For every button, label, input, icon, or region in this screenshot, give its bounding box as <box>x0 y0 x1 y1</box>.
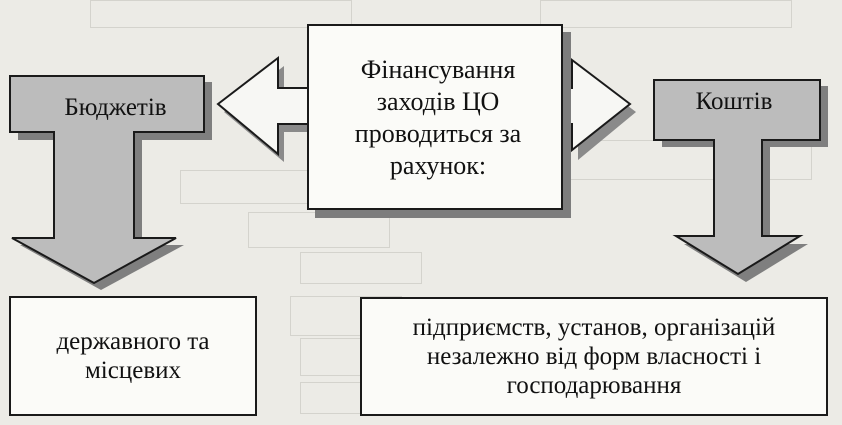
left-t-arrow <box>9 75 205 285</box>
funds-label: Коштів <box>695 88 773 115</box>
budget-label: Бюджетів <box>64 94 167 121</box>
background-ghost-box-2 <box>540 0 792 28</box>
background-ghost-box-6 <box>300 252 422 284</box>
background-ghost-box-1 <box>90 0 352 28</box>
center-box <box>307 24 563 210</box>
left-bottom-box: державного та місцевих <box>9 296 257 416</box>
right-bottom-box: підприємств, установ, організацій незале… <box>360 297 828 416</box>
background-ghost-box-5 <box>248 212 390 248</box>
left-arrowhead <box>216 55 319 157</box>
right-t-arrow <box>653 79 821 276</box>
center-label: Фінансування заходів ЦО проводиться за р… <box>354 55 522 180</box>
